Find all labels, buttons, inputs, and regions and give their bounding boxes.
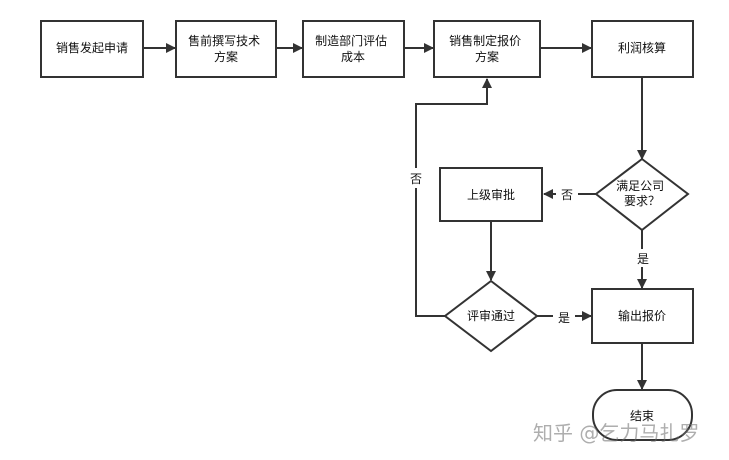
node-end-label: 结束 — [630, 409, 654, 423]
edges — [143, 43, 647, 390]
edge-label-no-up: 否 — [410, 172, 422, 186]
node-superior-review: 上级审批 — [439, 167, 543, 222]
node-meets-requirement: 满足公司 要求？ — [594, 157, 690, 232]
node-meets-requirement-label: 满足公司 要求？ — [616, 179, 668, 208]
edge-label-yes-right: 是 — [558, 311, 570, 325]
node-end: 结束 — [592, 389, 693, 441]
node-output-quote: 输出报价 — [591, 288, 694, 344]
node-presales-tech: 售前撰写技术 方案 — [175, 20, 277, 78]
node-presales-tech-label: 售前撰写技术 方案 — [188, 33, 264, 64]
node-review-pass: 评审通过 — [443, 279, 539, 353]
node-profit: 利润核算 — [591, 20, 694, 78]
watermark: 知乎 @乞力马扎罗 — [533, 421, 699, 445]
node-sales-price-label: 销售制定报价 方案 — [449, 33, 525, 64]
node-sales-price: 销售制定报价 方案 — [433, 20, 541, 78]
edge-label-no-left: 否 — [561, 188, 573, 202]
node-output-quote-label: 输出报价 — [618, 308, 666, 323]
edge-pass-back-to-price — [415, 78, 492, 317]
node-review-pass-label: 评审通过 — [467, 308, 515, 323]
node-superior-review-label: 上级审批 — [467, 187, 515, 202]
node-sales-request: 销售发起申请 — [40, 20, 144, 78]
node-mfg-cost: 制造部门评估 成本 — [302, 20, 405, 78]
node-mfg-cost-label: 制造部门评估 成本 — [315, 33, 391, 64]
node-sales-request-label: 销售发起申请 — [56, 40, 128, 55]
edge-label-yes-down: 是 — [637, 252, 649, 266]
node-profit-label: 利润核算 — [618, 40, 666, 55]
